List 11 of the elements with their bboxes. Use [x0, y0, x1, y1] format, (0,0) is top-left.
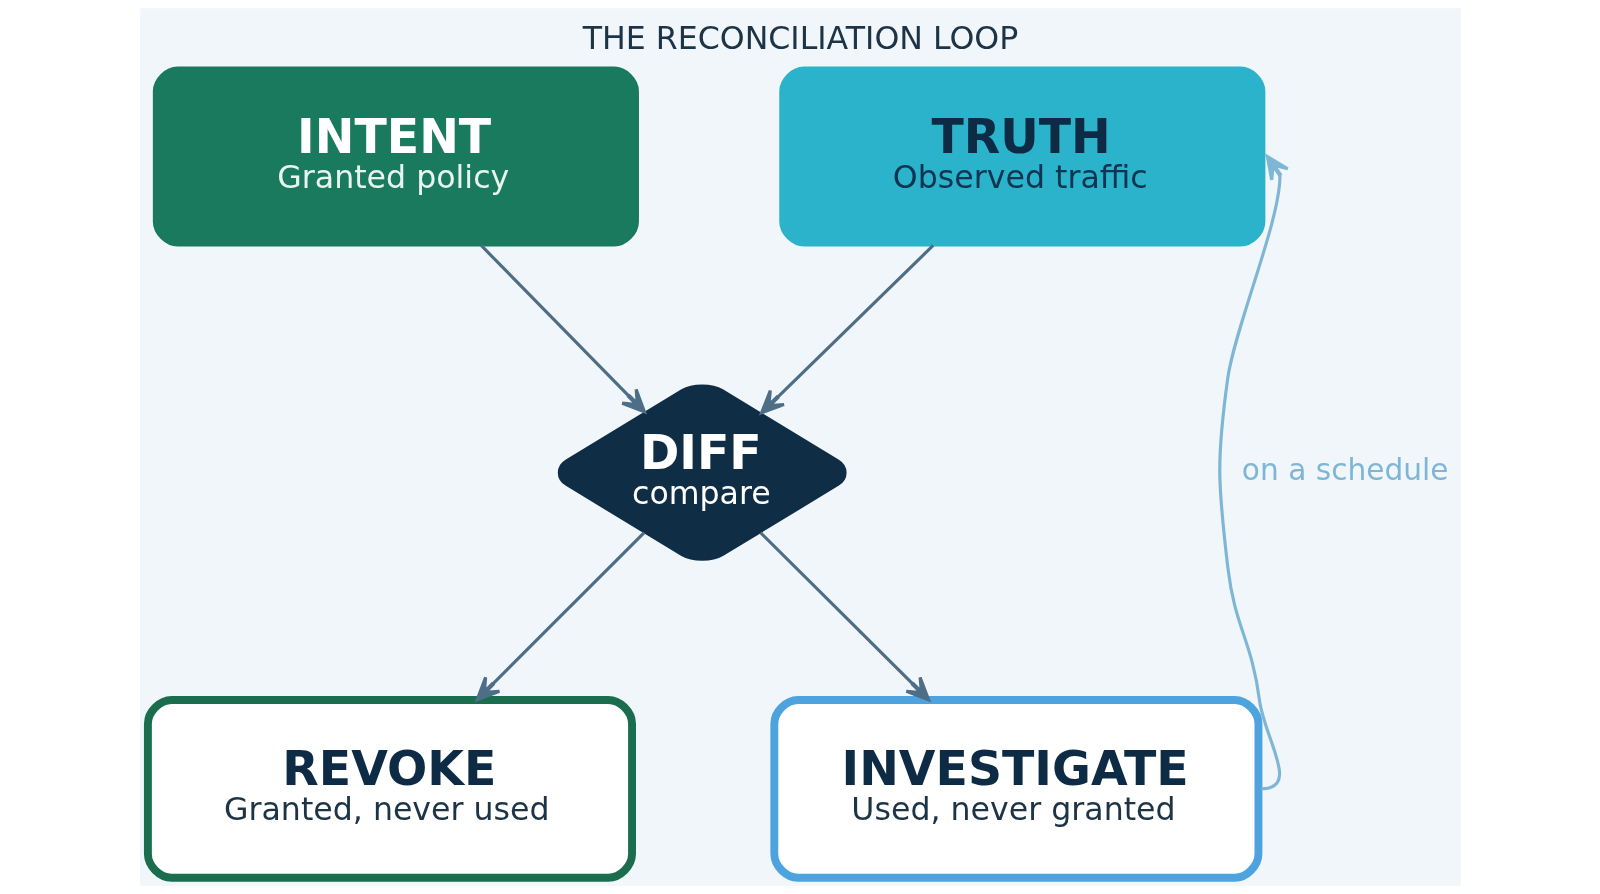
edge-label: on a schedule	[1241, 451, 1448, 487]
node-box: INTENT Granted policy	[152, 66, 639, 247]
arrow	[475, 531, 645, 702]
node-box: REVOKE Granted, never used	[143, 696, 636, 882]
node-box: INVESTIGATE Used, never granted	[769, 696, 1262, 882]
arrow	[479, 244, 646, 414]
arrow	[759, 244, 934, 415]
node-box: TRUTH Observed traffic	[778, 66, 1265, 247]
arrow	[758, 531, 930, 702]
diagram-title: THE RECONCILIATION LOOP	[582, 20, 1018, 57]
arrow	[1217, 154, 1289, 791]
